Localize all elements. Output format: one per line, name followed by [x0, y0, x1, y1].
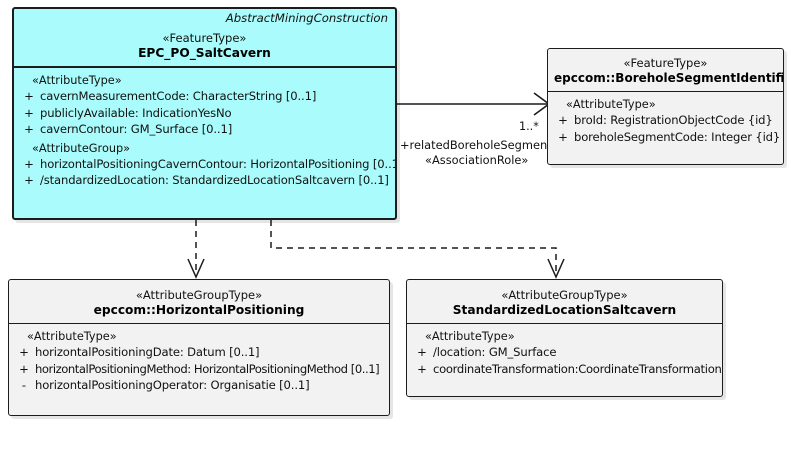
attribute-row[interactable]: + horizontalPositioningMethod: Horizonta… [13, 361, 385, 377]
dependency-standardized-location [270, 220, 565, 279]
attribute-text: horizontalPositioningMethod: HorizontalP… [35, 361, 380, 376]
visibility-marker: + [24, 156, 34, 171]
attribute-row[interactable]: + broId: RegistrationObjectCode {id} [552, 112, 779, 128]
attribute-text: publiclyAvailable: IndicationYesNo [40, 105, 232, 120]
class-attributes: «AttributeType» + broId: RegistrationObj… [548, 92, 783, 150]
class-stereotype: «FeatureType» [162, 31, 247, 45]
attribute-group-label: «AttributeType» [425, 330, 515, 344]
visibility-marker: + [24, 122, 34, 137]
class-name: epccom::BoreholeSegmentIdentification [554, 70, 783, 85]
visibility-marker: + [558, 129, 568, 144]
visibility-marker: - [21, 378, 27, 393]
visibility-marker: + [19, 345, 29, 360]
attribute-text: boreholeSegmentCode: Integer {id} [574, 129, 781, 144]
attribute-text: horizontalPositioningDate: Datum [0..1] [35, 345, 260, 360]
class-stereotype: «AttributeGroupType» [135, 288, 263, 302]
association-multiplicity: 1..* [519, 120, 539, 133]
class-divider [548, 91, 783, 93]
class-divider [9, 323, 389, 325]
class-attributes: «AttributeType» + cavernMeasurementCode:… [14, 68, 395, 193]
class-attributes: «AttributeType» + /location: GM_Surface … [407, 324, 722, 382]
class-header: «AttributeGroupType» StandardizedLocatio… [407, 280, 722, 323]
attribute-row[interactable]: + horizontalPositioningCavernContour: Ho… [18, 156, 395, 172]
attribute-text: horizontalPositioningOperator: Organisat… [35, 378, 310, 393]
class-divider [14, 66, 395, 69]
attribute-text: cavernContour: GM_Surface [0..1] [40, 122, 233, 137]
attribute-row[interactable]: + horizontalPositioningDate: Datum [0..1… [13, 344, 385, 360]
visibility-marker: + [19, 361, 29, 376]
class-standardized-location-saltcavern[interactable]: «AttributeGroupType» StandardizedLocatio… [406, 279, 723, 397]
visibility-marker: + [417, 361, 427, 376]
class-header: «FeatureType» EPC_PO_SaltCavern [14, 25, 395, 66]
visibility-marker: + [24, 89, 34, 104]
attribute-row[interactable]: + cavernMeasurementCode: CharacterString… [18, 88, 391, 104]
attribute-row[interactable]: - horizontalPositioningOperator: Organis… [13, 377, 385, 393]
association-role-name: +relatedBoreholeSegment [400, 138, 552, 152]
visibility-marker: + [24, 173, 34, 188]
attribute-text: broId: RegistrationObjectCode {id} [574, 113, 773, 128]
visibility-marker: + [558, 113, 568, 128]
class-stereotype: «AttributeGroupType» [501, 288, 628, 302]
class-epc-po-saltcavern[interactable]: AbstractMiningConstruction «FeatureType»… [12, 7, 397, 220]
class-header: «FeatureType» epccom::BoreholeSegmentIde… [548, 49, 783, 91]
class-borehole-segment-identification[interactable]: «FeatureType» epccom::BoreholeSegmentIde… [547, 48, 784, 165]
class-stereotype: «FeatureType» [623, 56, 708, 70]
association-stereotype: «AssociationRole» [425, 153, 529, 167]
package-label: AbstractMiningConstruction [225, 11, 388, 25]
attribute-group-label: «AttributeGroup» [32, 141, 131, 155]
attribute-group-label: «AttributeType» [32, 74, 122, 88]
attribute-text: /standardizedLocation: StandardizedLocat… [40, 173, 389, 188]
attribute-row[interactable]: + coordinateTransformation:CoordinateTra… [411, 361, 722, 377]
attribute-text: cavernMeasurementCode: CharacterString [… [40, 89, 317, 104]
association-related-borehole-segment [397, 92, 551, 116]
attribute-row[interactable]: + boreholeSegmentCode: Integer {id} [552, 129, 781, 145]
attribute-group-label: «AttributeType» [566, 98, 656, 112]
class-attributes: «AttributeType» + horizontalPositioningD… [9, 324, 389, 398]
class-name: epccom::HorizontalPositioning [93, 302, 305, 317]
class-divider [407, 323, 722, 325]
attribute-row[interactable]: + /location: GM_Surface [411, 344, 718, 360]
dependency-horizontal-positioning [187, 220, 205, 279]
class-name: StandardizedLocationSaltcavern [452, 302, 677, 317]
class-header: «AttributeGroupType» epccom::HorizontalP… [9, 280, 389, 323]
attribute-row[interactable]: + cavernContour: GM_Surface [0..1] [18, 121, 391, 137]
attribute-group-label: «AttributeType» [27, 330, 117, 344]
attribute-text: /location: GM_Surface [433, 345, 557, 360]
attribute-row[interactable]: + /standardizedLocation: StandardizedLoc… [18, 172, 391, 188]
attribute-row[interactable]: + publiclyAvailable: IndicationYesNo [18, 105, 391, 121]
class-horizontal-positioning[interactable]: «AttributeGroupType» epccom::HorizontalP… [8, 279, 390, 416]
visibility-marker: + [24, 105, 34, 120]
attribute-text: coordinateTransformation:CoordinateTrans… [433, 361, 722, 376]
attribute-text: horizontalPositioningCavernContour: Hori… [40, 156, 397, 171]
class-name: EPC_PO_SaltCavern [138, 45, 271, 60]
visibility-marker: + [417, 345, 427, 360]
